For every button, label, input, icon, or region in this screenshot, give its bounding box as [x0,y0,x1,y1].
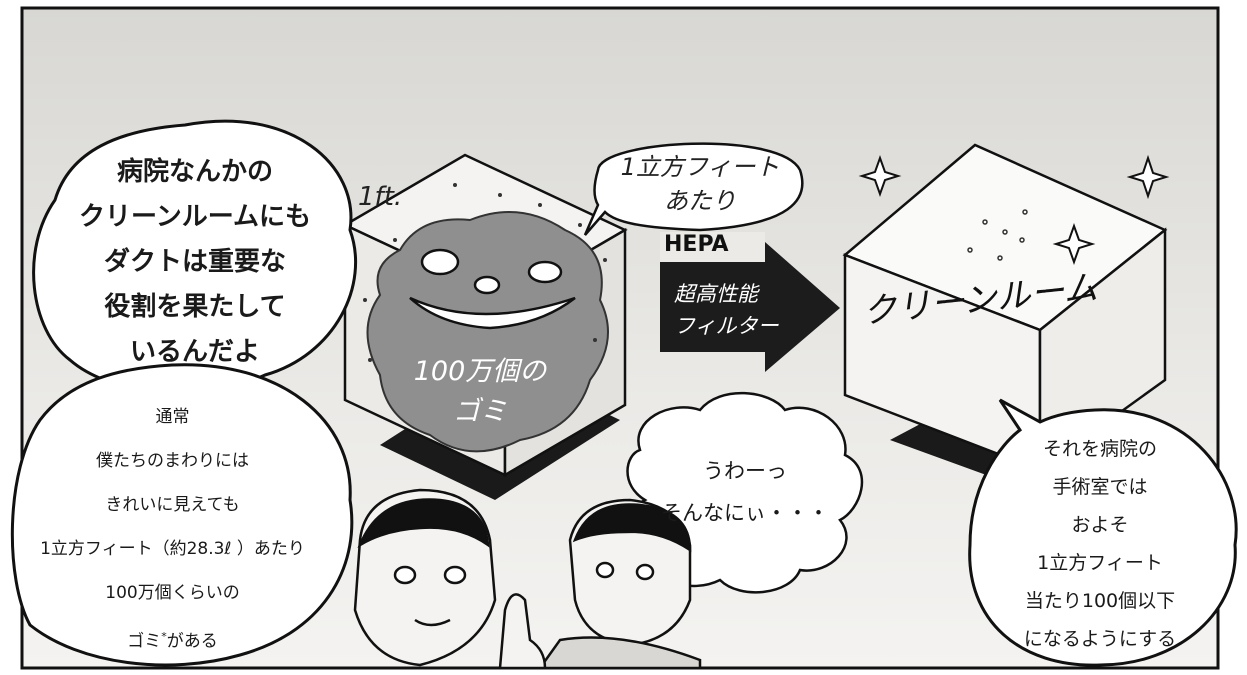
small-speech-line: 1立方フィート [620,153,780,181]
character-man-left [353,488,497,667]
reaction-speech-line: そんなにぃ・・・ [661,501,829,525]
main-speech-line: クリーンルームにも [79,202,311,232]
main-speech-line: 病院なんかの [116,157,273,187]
sub-speech-line-last: ゴミ*がある [0,615,345,664]
speech-bubble-sub [10,363,354,667]
main-speech-line: いるんだよ [129,337,260,367]
sub-speech-line: 100万個くらいの [105,583,240,603]
cube-size-label: 1ft. [358,182,403,212]
reaction-speech-text: うわーっ そんなにぃ・・・ [655,450,835,534]
main-speech-text: 病院なんかの クリーンルームにも ダクトは重要な 役割を果たして いるんだよ [55,150,335,375]
sub-speech-line: きれいに見えても [105,495,240,515]
right-speech-line: およそ [1071,514,1129,536]
dust-label-line: 100万個の [413,356,547,387]
sub-speech-line: 1立方フィート（約28.3ℓ ）あたり [40,539,305,559]
pointing-hand [498,593,547,670]
dust-face [409,248,576,330]
sub-speech-line: 僕たちのまわりには [96,451,249,471]
sparkle-icons [858,154,1170,265]
right-speech-line: それを病院の [1042,438,1157,460]
garbage-suffix: がある [166,631,218,652]
hepa-label-box [660,232,765,262]
small-speech-line: あたり [664,187,736,215]
hepa-arrow [660,242,840,372]
right-speech-text: それを病院の 手術室では およそ 1立方フィート 当たり100個以下 になるよう… [985,430,1215,658]
sub-speech-line: 通常 [155,407,190,427]
main-speech-line: 役割を果たして [104,292,286,322]
filter-label: 超高性能 フィルター [674,278,809,342]
footnote-mark: * [161,630,167,643]
right-speech-line: 当たり100個以下 [1024,590,1176,612]
dust-specks [363,183,607,362]
speech-bubble-small [583,142,804,236]
clean-specks [967,209,1028,261]
main-speech-line: ダクトは重要な [103,247,286,277]
dust-label-line: ゴミ [453,396,507,427]
right-speech-line: 1立方フィート [1037,552,1163,574]
filter-label-line: 超高性能 [674,282,758,306]
sub-speech-text: 通常 僕たちのまわりには きれいに見えても 1立方フィート（約28.3ℓ ）あた… [0,395,345,664]
right-speech-line: 手術室では [1052,476,1148,498]
small-speech-text: 1立方フィート あたり [590,150,810,218]
dust-label: 100万個の ゴミ [395,352,565,432]
character-man-right [537,498,702,670]
right-speech-line: になるようにする [1023,628,1177,650]
reaction-speech-line: うわーっ [703,459,787,483]
hepa-label: HEPA [664,232,729,257]
garbage-word: ゴミ [127,631,162,652]
filter-label-line: フィルター [674,314,779,338]
speech-bubble-right [968,398,1238,667]
